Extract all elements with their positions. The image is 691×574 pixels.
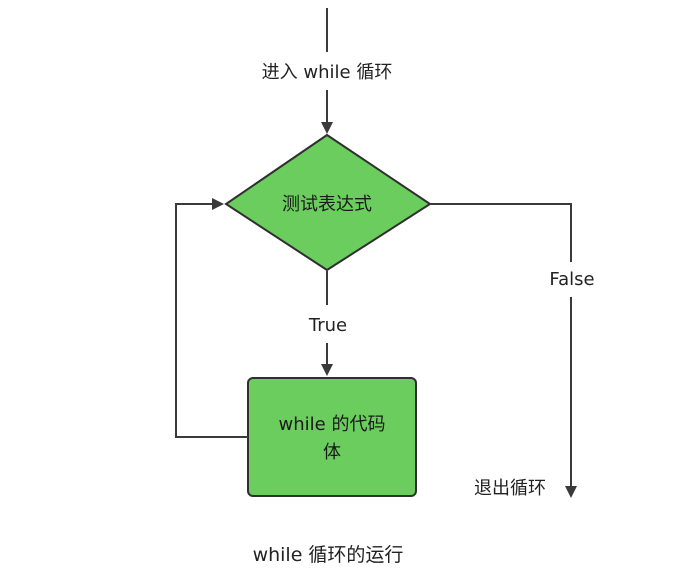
enter-loop-label: 进入 while 循环 <box>262 62 393 83</box>
loop-body-label-line1: while 的代码 <box>279 414 386 435</box>
true-label: True <box>308 315 347 336</box>
exit-loop-label: 退出循环 <box>474 478 546 499</box>
loop-body-label-line2: 体 <box>323 442 341 463</box>
loop-back-connector <box>175 198 248 438</box>
test-expression-diamond <box>224 133 432 272</box>
diagram-caption: while 循环的运行 <box>253 544 404 566</box>
false-connector <box>430 203 572 262</box>
test-expression-label: 测试表达式 <box>282 194 372 215</box>
loop-body-box <box>247 377 417 497</box>
false-label: False <box>549 269 594 290</box>
